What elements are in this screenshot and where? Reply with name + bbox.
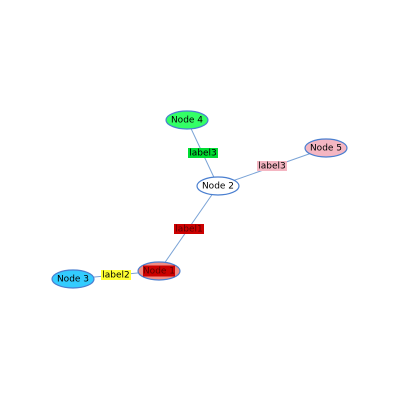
- edge-label-e4: label3: [257, 161, 287, 172]
- node-n4[interactable]: Node 4: [165, 110, 209, 130]
- edge-label-background: [188, 148, 218, 158]
- edge-label-background: [174, 224, 204, 234]
- node-label: Node 5: [310, 144, 342, 154]
- node-n5[interactable]: Node 5: [304, 138, 348, 158]
- edge-label-background: [257, 161, 287, 171]
- edge-label-text: label1: [175, 225, 203, 235]
- edge-label-text: label3: [258, 162, 286, 172]
- node-label: Node 4: [171, 116, 203, 126]
- node-n1[interactable]: Node 1: [137, 261, 181, 281]
- node-ellipse[interactable]: [196, 176, 240, 196]
- edge-label-text: label3: [189, 149, 217, 159]
- edge-label-text: label2: [102, 271, 130, 281]
- node-n3[interactable]: Node 3: [51, 269, 95, 289]
- edge-label-e1: label1: [174, 224, 204, 235]
- node-ellipse[interactable]: [51, 269, 95, 289]
- node-label: Node 2: [202, 182, 234, 192]
- edge-label-e2: label2: [101, 270, 131, 281]
- node-n2[interactable]: Node 2: [196, 176, 240, 196]
- nodes-layer: Node 1 Node 2 Node 3 Node 4 Node 5: [51, 110, 348, 289]
- node-label-background: [143, 265, 175, 277]
- node-label: Node 1: [143, 267, 175, 277]
- edge-labels-layer: label1 label2 label3 label3: [101, 148, 287, 281]
- node-label: Node 3: [57, 275, 89, 285]
- edge-label-e3: label3: [188, 148, 218, 159]
- edge-label-background: [101, 270, 131, 280]
- edges-layer: [72, 119, 327, 280]
- node-ellipse[interactable]: [304, 138, 348, 158]
- node-ellipse[interactable]: [165, 110, 209, 130]
